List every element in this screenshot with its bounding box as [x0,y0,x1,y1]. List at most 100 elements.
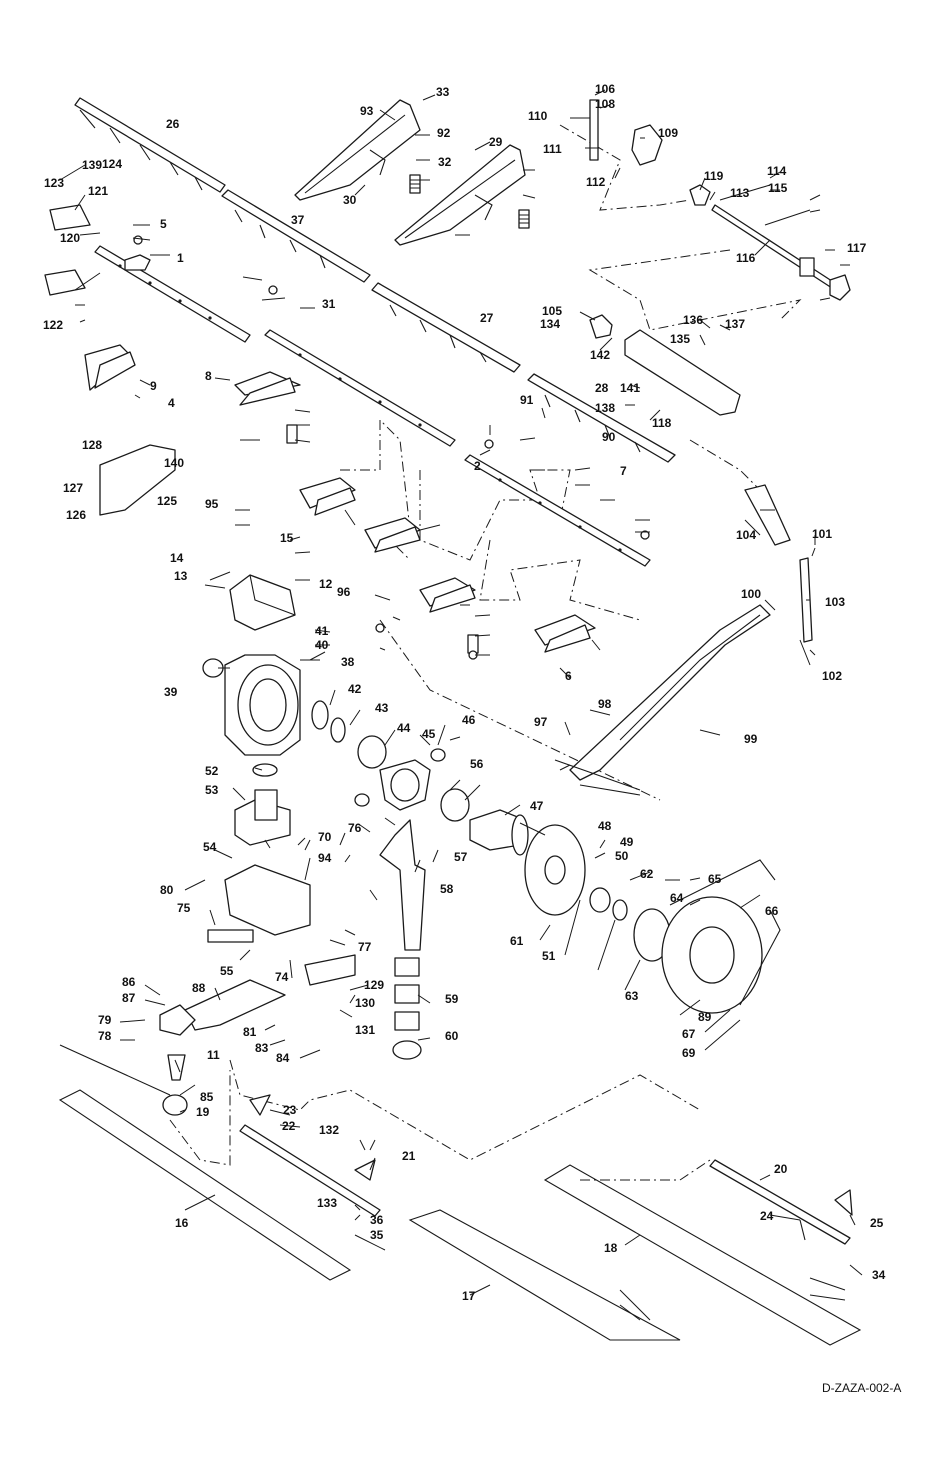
callout: 58 [440,882,454,896]
callout-numbers-duplicates: 139 140 141 142 [82,158,640,470]
callout: 30 [343,193,357,207]
callout: 56 [470,757,484,771]
callout: 118 [652,416,672,430]
callout: 24 [760,1209,774,1223]
callout-numbers: 1 2 4 5 6 7 8 9 11 12 13 14 15 16 17 18 … [43,82,886,1303]
callout: 53 [205,783,219,797]
bearings-and-collars [311,700,470,822]
callout: 138 [595,401,615,415]
callout: 16 [175,1216,189,1230]
callout: 46 [462,713,476,727]
callout: 126 [66,508,86,522]
crop-dividers [294,99,526,246]
callout: 135 [670,332,690,346]
mounting-bar [94,245,651,567]
callout: 83 [255,1041,269,1055]
callout: 124 [102,157,122,171]
drive-shaft-and-plate [469,809,671,962]
callout: 105 [542,304,562,318]
left-brackets [44,204,176,516]
callout: 60 [445,1029,459,1043]
callout: 117 [847,241,867,255]
callout: 11 [207,1048,220,1062]
callout: 42 [348,682,362,696]
callout: 44 [397,721,411,735]
callout: 127 [63,481,83,495]
callout: 101 [812,527,832,541]
callout: 4 [168,396,175,410]
callout: 1 [177,251,184,265]
callout: 122 [43,318,63,332]
callout: 79 [98,1013,112,1027]
callout: 36 [370,1213,384,1227]
callout: 12 [319,577,333,591]
callout: 65 [708,872,722,886]
callout: 18 [604,1241,618,1255]
callout: 38 [341,655,355,669]
callout: 21 [402,1149,416,1163]
callout: 8 [205,369,212,383]
callout: 6 [565,669,572,683]
callout: 9 [150,379,157,393]
callout: 55 [220,964,234,978]
callout: 110 [528,109,548,123]
callout: 22 [282,1119,296,1133]
callout: 74 [275,970,289,984]
callout: 67 [682,1027,696,1041]
callout: 81 [243,1025,257,1039]
callout: 140 [164,456,184,470]
callout: 19 [196,1105,210,1119]
callout: 23 [283,1103,297,1117]
callout: 52 [205,764,219,778]
callout: 51 [542,949,556,963]
callout: 139 [82,158,102,172]
callout: 13 [174,569,188,583]
callout: 75 [177,901,191,915]
callout: 63 [625,989,639,1003]
callout: 99 [744,732,758,746]
callout: 95 [205,497,219,511]
callout: 133 [317,1196,337,1210]
callout: 103 [825,595,845,609]
pulley-and-belt [661,859,781,1014]
callout: 115 [768,181,788,195]
callout: 41 [315,624,329,638]
callout: 59 [445,992,459,1006]
callout: 57 [454,850,468,864]
callout: 96 [337,585,351,599]
callout: 120 [60,231,80,245]
callout: 123 [44,176,64,190]
callout: 64 [670,891,684,905]
pivot-and-arm [59,864,356,1116]
callout: 91 [520,393,534,407]
phantom-guide-lines [169,124,802,1181]
callout: 62 [640,867,654,881]
callout: 106 [595,82,615,96]
callout: 34 [872,1268,886,1282]
callout: 54 [203,840,217,854]
callout: 31 [322,297,336,311]
callout: 87 [122,991,136,1005]
callout: 48 [598,819,612,833]
callout: 137 [725,317,745,331]
callout: 88 [192,981,206,995]
callout: 40 [315,638,329,652]
knife-sections [239,1094,853,1245]
callout: 80 [160,883,174,897]
callout: 130 [355,996,375,1010]
callout: 29 [489,135,503,149]
gearbox-housing [202,654,301,756]
callout: 131 [355,1023,375,1037]
support-tube [589,314,741,416]
callout: 7 [620,464,627,478]
callout: 14 [170,551,184,565]
callout: 93 [360,104,374,118]
callout: 20 [774,1162,788,1176]
callout: 92 [437,126,451,140]
callout: 89 [698,1010,712,1024]
rock-shaft-and-base [234,763,426,1060]
callout: 102 [822,669,842,683]
callout: 114 [767,164,787,178]
callout: 66 [765,904,779,918]
callout: 70 [318,830,332,844]
